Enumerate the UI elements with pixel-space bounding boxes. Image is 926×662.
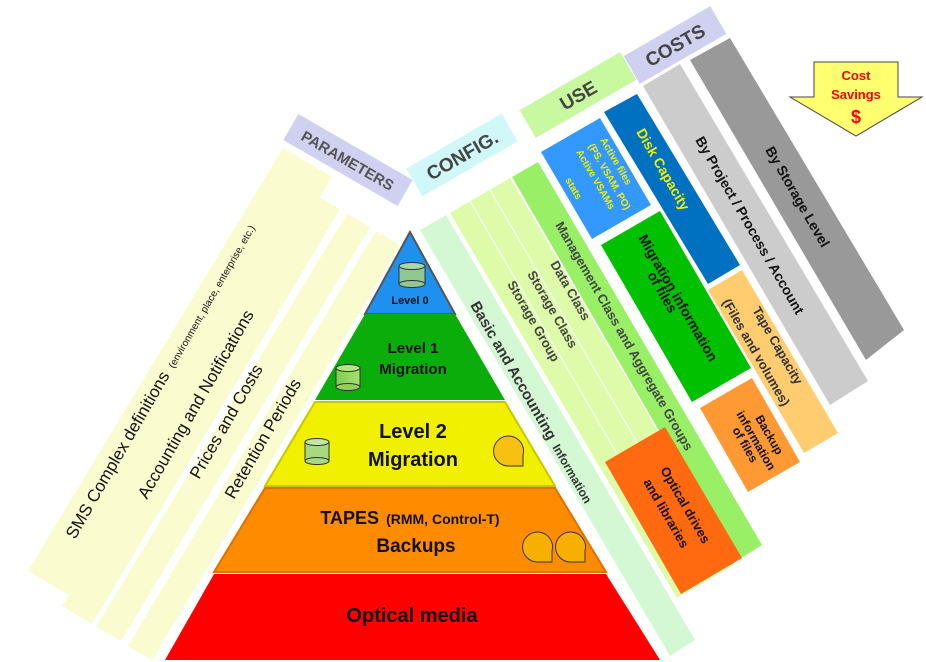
pyramid-level1-line2: Migration: [379, 361, 447, 378]
parameters-header-bg: [283, 114, 413, 206]
disk-cylinder-icon: [304, 438, 330, 465]
pyramid-level2-line1: Level 2: [379, 421, 447, 443]
pyramid-level1: [315, 314, 505, 400]
costs-band-storage-level: [690, 38, 904, 360]
cost-savings-line1: Cost: [842, 68, 872, 83]
config-band-management: [512, 162, 762, 562]
pyramid-level0-label: Level 0: [391, 295, 428, 307]
disk-cylinder-icon: [335, 364, 361, 391]
dollar-icon: $: [851, 107, 861, 127]
pyramid-tapes: [212, 487, 608, 573]
use-backup-info-box: [700, 378, 800, 492]
config-band-basic: [420, 215, 695, 656]
tape-reel-icon: [555, 531, 587, 563]
pyramid-tapes-line2: Backups: [376, 536, 455, 557]
costs-header-bg: [623, 6, 727, 84]
param-band-1: [28, 148, 332, 600]
use-header-bg: [519, 52, 637, 138]
disk-cylinder-icon: [398, 262, 426, 288]
tape-reel-icon: [522, 531, 554, 563]
pyramid-level1-line1: Level 1: [388, 340, 439, 357]
down-arrow-icon: [788, 61, 924, 137]
use-active-files-box: [541, 118, 651, 239]
cost-savings-line2: Savings: [831, 87, 881, 102]
pyramid-optical-label: Optical media: [346, 605, 478, 627]
tape-reel-icon: [493, 435, 525, 467]
use-migration-info-box: [601, 211, 751, 402]
storage-pyramid: Level 0 Level 1 Migration Level 2 Migrat…: [165, 229, 660, 660]
param-band-3: [96, 214, 370, 641]
pyramid-tapes-line1: TAPES (RMM, Control-T): [320, 508, 499, 528]
use-disk-capacity-box: [604, 94, 740, 284]
costs-band-project: [643, 64, 868, 405]
use-tape-capacity-box: [708, 270, 838, 453]
pyramid-level2-line2: Migration: [368, 449, 458, 471]
optical-drives-box: [605, 427, 742, 594]
pyramid-tapes-main: TAPES: [320, 508, 379, 528]
param-band-4: [128, 231, 400, 660]
param-band-2: [62, 196, 340, 624]
config-header-bg: [406, 113, 518, 197]
pyramid-tapes-sub: (RMM, Control-T): [386, 511, 500, 527]
cost-savings-arrow: Cost Savings $: [788, 61, 924, 137]
pyramid-level2: [263, 401, 557, 487]
pyramid-optical: [165, 574, 660, 660]
